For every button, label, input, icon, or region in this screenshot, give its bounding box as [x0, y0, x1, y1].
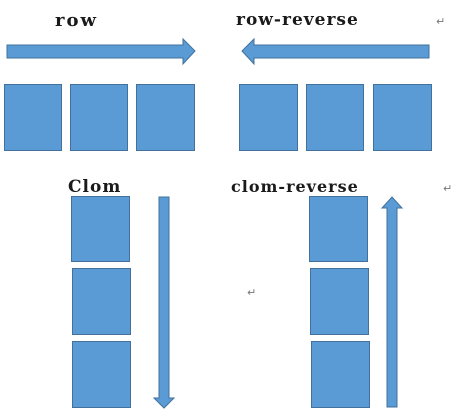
paragraph-mark-icon: ↵: [436, 15, 446, 28]
left-arrow-icon: [241, 37, 430, 66]
down-arrow-icon: [152, 196, 176, 409]
row-item-box: [70, 84, 128, 151]
row-item-box: [4, 84, 62, 151]
row-reverse-item-box: [306, 84, 364, 151]
row-reverse-item-box: [373, 84, 432, 151]
column-item-box: [72, 268, 131, 335]
paragraph-mark-icon: ↵: [443, 182, 451, 195]
column-title: Clom: [68, 177, 122, 197]
column-reverse-item-box: [310, 268, 369, 335]
paragraph-mark-icon: ↵: [247, 286, 257, 299]
right-arrow-icon: [6, 37, 196, 66]
column-reverse-title: clom-reverse: [231, 177, 359, 196]
row-item-box: [136, 84, 195, 151]
row-reverse-title: row-reverse: [236, 10, 359, 30]
row-title: row: [55, 10, 98, 31]
column-reverse-item-box: [309, 196, 368, 262]
up-arrow-icon: [380, 196, 404, 408]
column-reverse-item-box: [311, 341, 370, 408]
column-item-box: [72, 341, 131, 408]
column-item-box: [71, 196, 130, 262]
row-reverse-item-box: [239, 84, 298, 151]
